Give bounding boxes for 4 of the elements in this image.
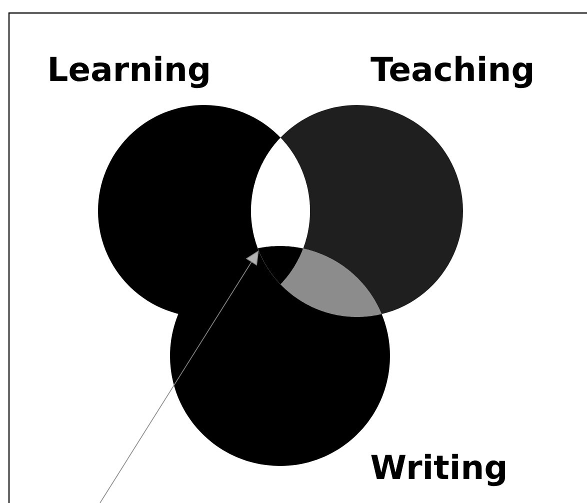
node-label: Teaching (370, 56, 532, 88)
intersection-region (251, 138, 310, 284)
node-label: Writing (371, 454, 506, 486)
node-label: Learning (50, 56, 208, 88)
